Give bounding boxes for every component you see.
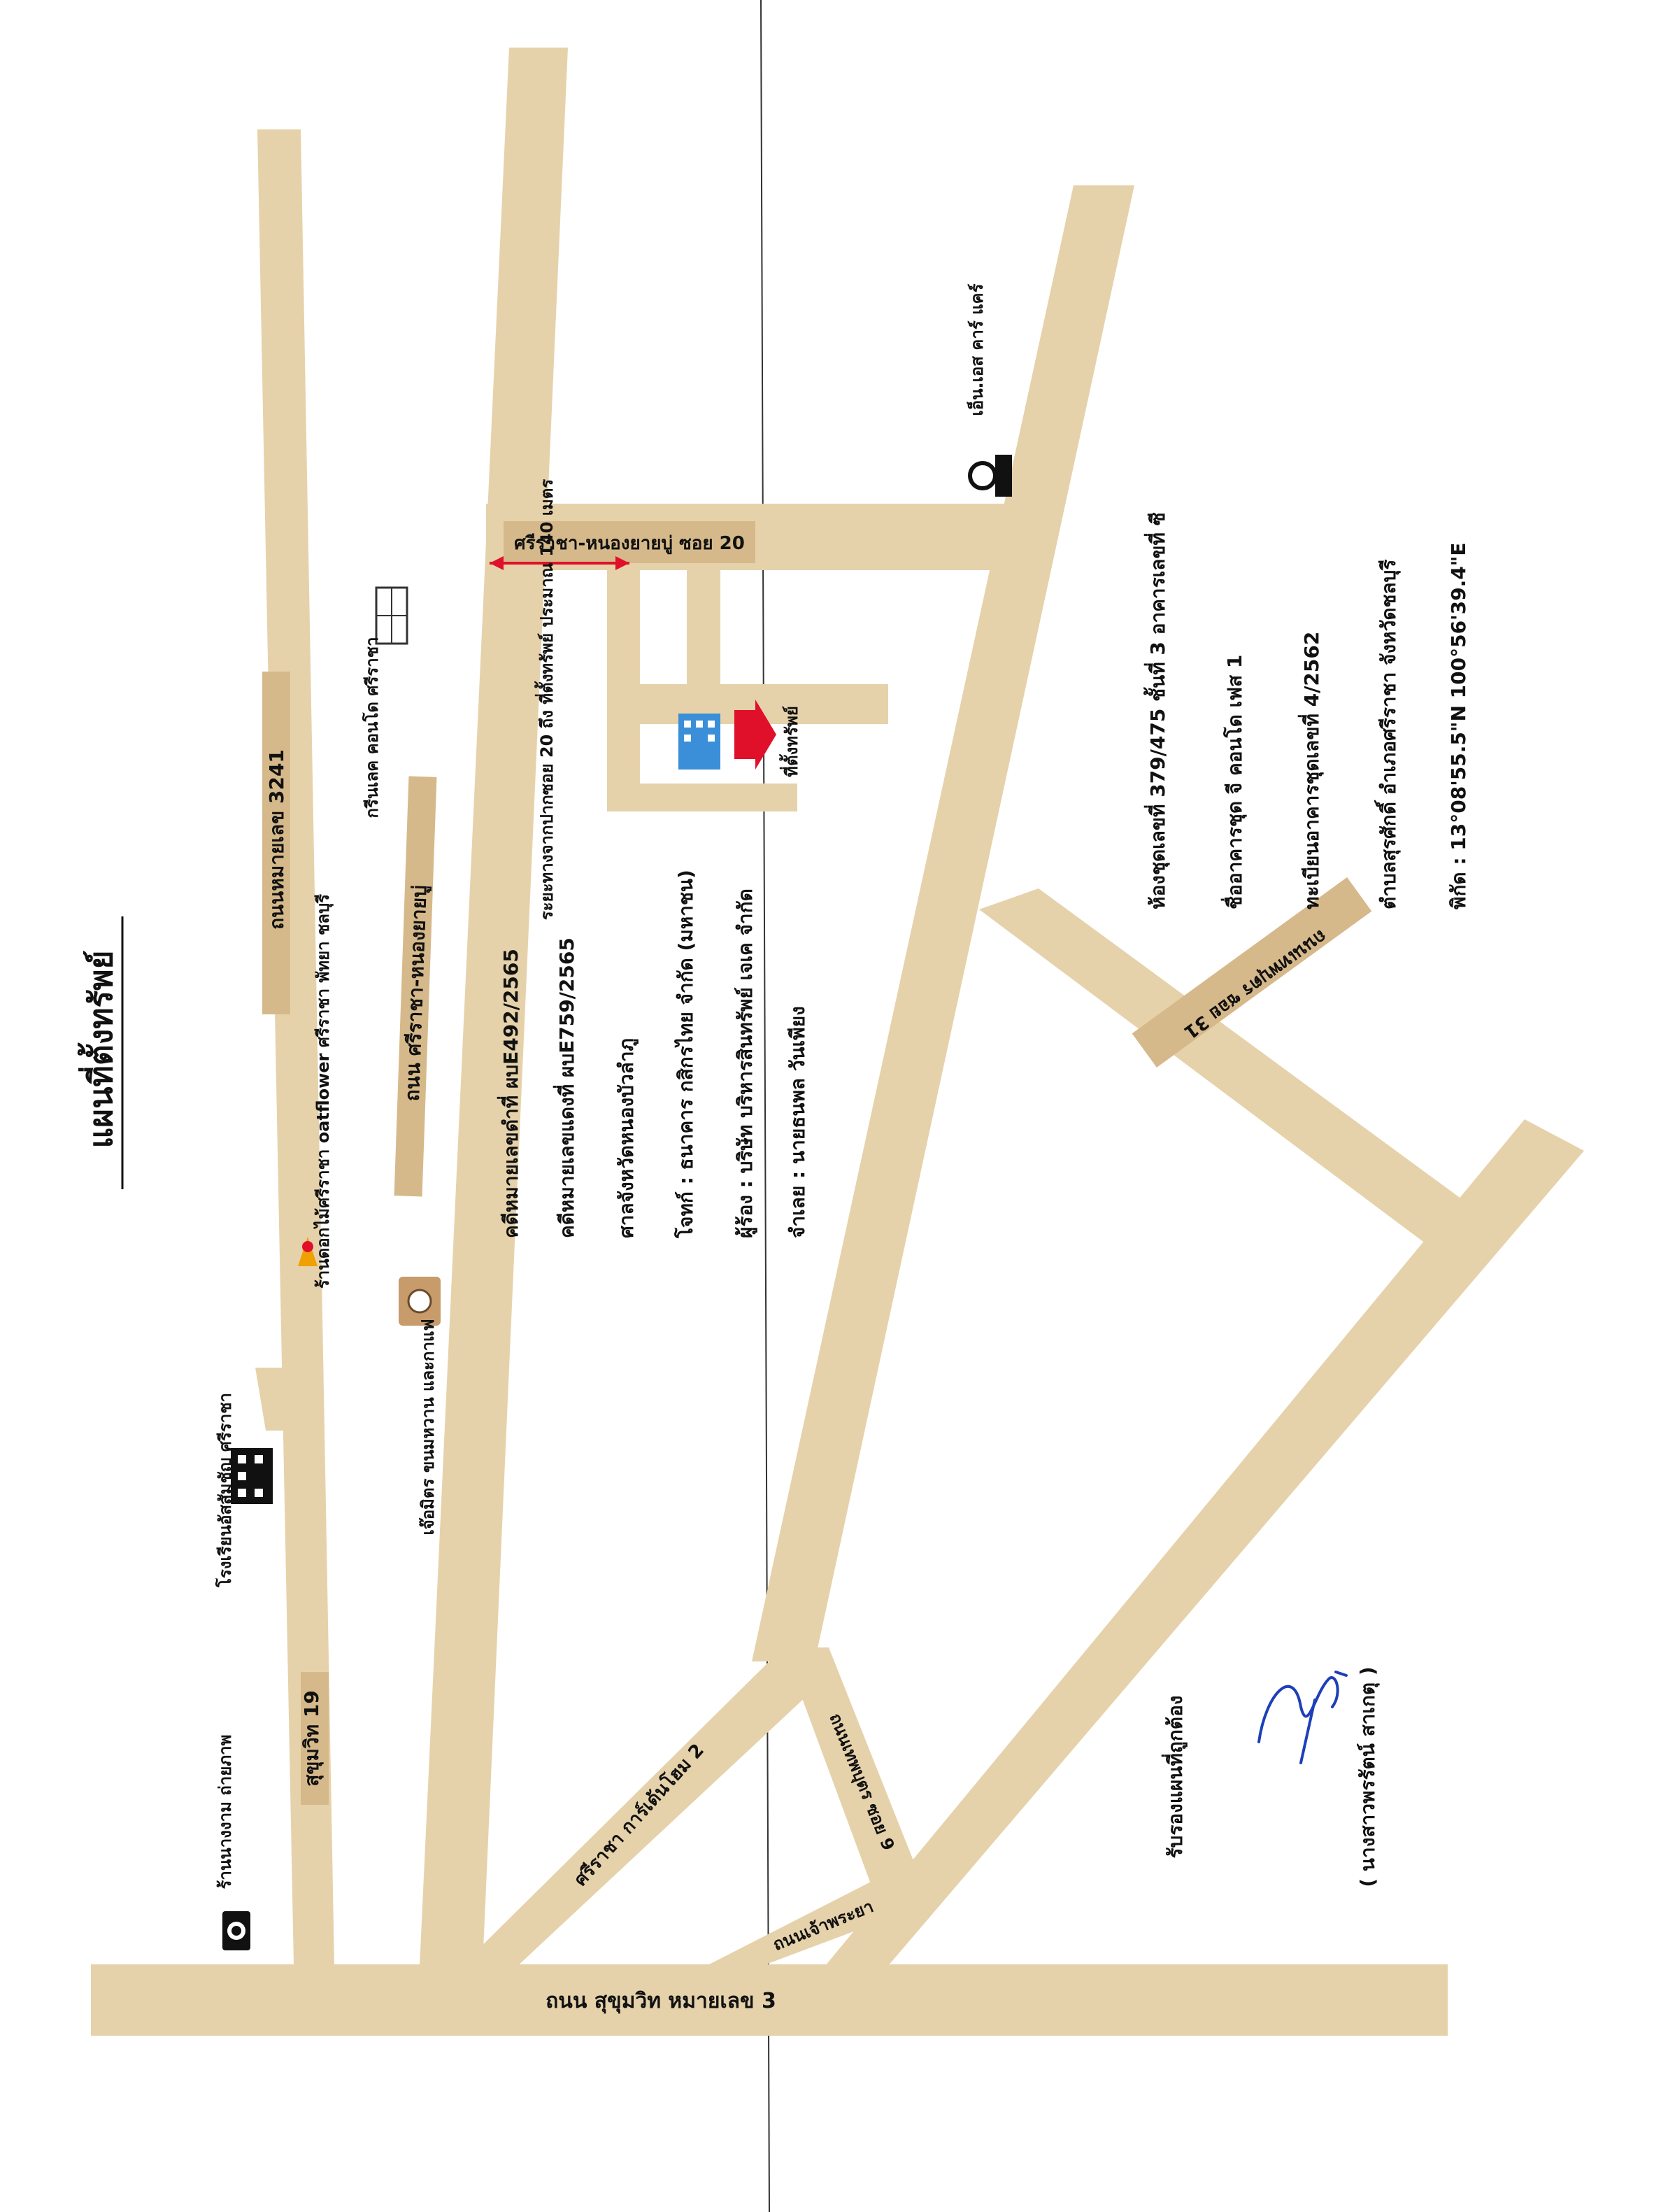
school-icon [231,1448,273,1504]
label-school: โรงเรียนอัสสัมชัญ ศรีราชา [215,1393,235,1588]
property-line-1: ห้องชุดเลขที่ 379/475 ชั้นที่ 3 อาคารเลข… [1143,512,1170,909]
label-band-3241 [262,672,290,1014]
distance-arrow [490,556,629,570]
road-garden-home [458,1647,829,1969]
property-line-2: ชื่ออาคารชุด จี คอนโด เฟส 1 [1220,655,1247,909]
label-cafe: เจ๊อมิตร ขนมหวาน และกาแฟ [418,1319,438,1535]
signature [1257,1671,1348,1764]
label-oatflower: ร้านดอกไม้ศรีราชา oatflower ศรีราชา พัทย… [313,894,334,1289]
label-band-soi31 [1132,877,1372,1068]
case-line-5: ผู้ร้อง : บริษัท บริหารสินทรัพย์ เจเค จำ… [734,888,757,1238]
label-band-soi20 [504,521,755,563]
signer-name: ( นางสาวพรรัตน์ สาเกตุ ) [1356,1666,1380,1887]
label-ns-car: เอ็น.เอส คาร์ แคร์ [967,283,987,416]
label-condo: กรีนเลค คอนโด ศรีราชา [362,637,382,818]
label-band-sriracha [394,776,437,1197]
coffee-cup-icon [399,1277,441,1326]
road-lane-d [607,784,797,811]
label-distance: ระยะทางจากปากซอย 20 ถึง ที่ตั้งทรัพย์ ปร… [534,479,557,921]
road-long-diagonal [825,1119,1584,1966]
case-line-4: โจทก์ : ธนาคาร กสิกรไทย จำกัด (มหาชน) [673,870,697,1239]
flower-shop-icon [298,1237,318,1266]
road-sriracha-nongyai [420,48,568,1966]
map-title: แผนที่ตั้งทรัพย์ [77,950,120,1148]
fold-line [760,0,770,2212]
car-care-icon [968,455,1012,497]
road-connector [255,1368,301,1431]
road-soi31 [979,888,1472,1242]
condo-building-icon [375,586,408,645]
case-line-3: ศาลจังหวัดหนองบัวลำภู [615,1038,639,1238]
label-garden-home: ศรีราชา การ์เด้นโฮม 2 [569,1739,708,1890]
case-line-1: คดีหมายเลขดำที่ ผบE492/2565 [497,949,522,1238]
road-bottom-diagonal [706,1878,930,1966]
property-arrow-icon [734,700,776,770]
label-soi20: ศรีราชา-หนองยายบู่ ซอย 20 [514,533,745,555]
camera-icon [222,1911,250,1950]
label-band-sukhumvit19 [301,1672,329,1805]
road-lane-a [607,570,640,811]
property-info: ห้องชุดเลขที่ 379/475 ชั้นที่ 3 อาคารเลข… [1143,512,1470,909]
case-line-2: คดีหมายเลขแดงที่ ผบE759/2565 [552,937,578,1238]
road-sukhumvit [91,1964,1448,2036]
label-property: ที่ตั้งทรัพย์ [778,706,801,777]
property-line-3: ทะเบียนอาคารชุดเลขที่ 4/2562 [1297,632,1324,909]
label-sukhumvit19: สุขุมวิท 19 [300,1690,324,1787]
road-sukhumvit19 [257,129,334,1966]
label-sukhumvit: ถนน สุขุมวิท หมายเลข 3 [546,1989,776,2014]
label-photo-shop: ร้านนางงาม ถ่ายภาพ [215,1735,235,1890]
road-lane-b [687,570,720,700]
property-line-4: ตำบลสุรศักดิ์ อำเภอศรีราชา จังหวัดชลบุรี [1374,560,1401,909]
label-road3241: ถนนหมายเลข 3241 [265,749,288,930]
road-soi9 [783,1647,930,1903]
road-right-diagonal [752,185,1134,1661]
property-building-icon [678,714,720,770]
case-line-6: จำเลย : นายธนพล วันเพียง [786,1006,809,1238]
property-line-5: พิกัด : 13°08'55.5"N 100°56'39.4"E [1447,543,1470,909]
certify-label: รับรองแผนที่ถูกต้อง [1161,1696,1188,1859]
case-info: คดีหมายเลขดำที่ ผบE492/2565 คดีหมายเลขแด… [497,870,809,1239]
